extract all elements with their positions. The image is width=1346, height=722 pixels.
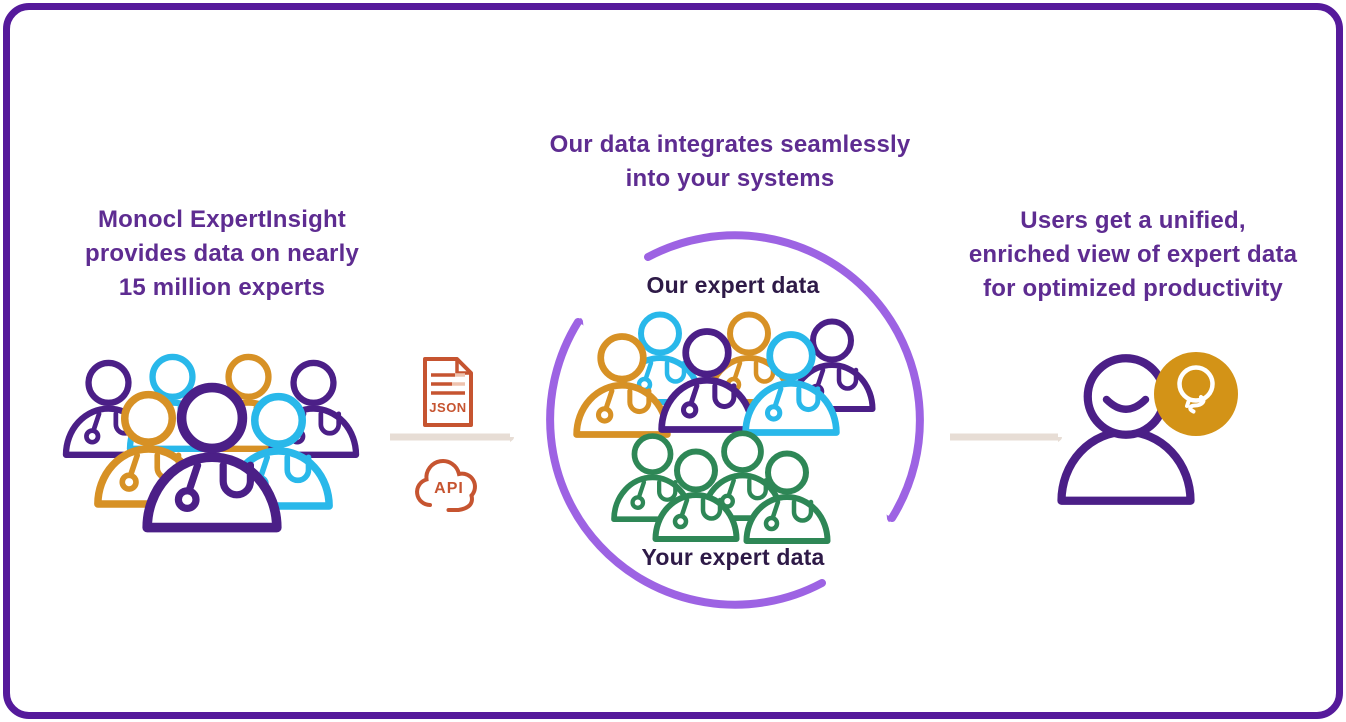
your-expert-crowd-icon bbox=[610, 428, 850, 543]
left-caption-line: 15 million experts bbox=[118, 274, 326, 301]
api-cloud-icon: API bbox=[415, 459, 477, 512]
left-caption-line: provides data on nearly bbox=[84, 240, 359, 267]
left-caption-line: Monocl ExpertInsight bbox=[97, 206, 346, 233]
your-expert-data-label: Your expert data bbox=[641, 544, 825, 570]
expert-crowd-icon bbox=[58, 348, 373, 543]
lightbulb-icon bbox=[1154, 352, 1238, 436]
our-expert-crowd-icon bbox=[576, 306, 876, 441]
flow-arrow-icon bbox=[390, 433, 518, 454]
center-caption-line: into your systems bbox=[625, 165, 835, 192]
right-caption-line: Users get a unified, bbox=[1020, 207, 1246, 234]
right-caption: Users get a unified, enriched view of ex… bbox=[953, 204, 1313, 306]
flow-arrow-icon bbox=[950, 433, 1068, 454]
our-expert-data-label: Our expert data bbox=[646, 272, 820, 298]
center-caption-line: Our data integrates seamlessly bbox=[549, 131, 911, 158]
json-file-icon: JSON bbox=[423, 357, 473, 427]
left-caption: Monocl ExpertInsight provides data on ne… bbox=[62, 203, 382, 305]
right-caption-line: enriched view of expert data bbox=[968, 241, 1298, 268]
center-caption: Our data integrates seamlessly into your… bbox=[530, 128, 930, 196]
cycle-arrow-icon bbox=[546, 231, 924, 609]
right-caption-line: for optimized productivity bbox=[983, 275, 1283, 302]
json-label: JSON bbox=[429, 400, 466, 415]
api-label: API bbox=[434, 480, 464, 497]
